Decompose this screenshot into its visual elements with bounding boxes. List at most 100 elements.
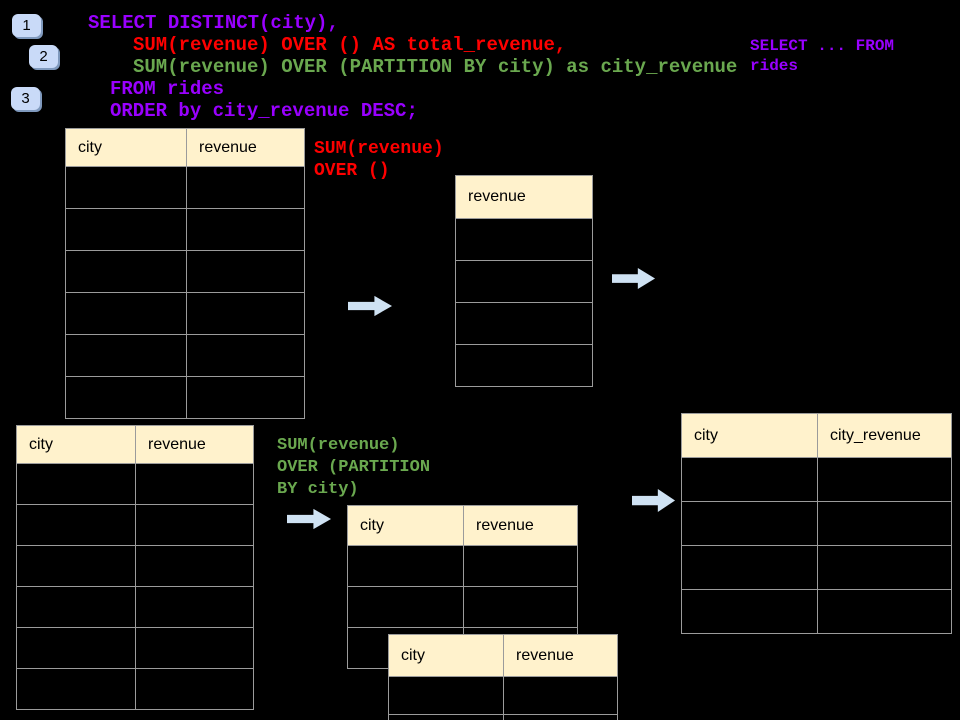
- empty-cell: [65, 208, 187, 251]
- column-header-revenue: revenue: [503, 634, 618, 677]
- empty-cell: [186, 292, 305, 335]
- empty-cell: [65, 376, 187, 419]
- sql-line-from: FROM rides: [110, 78, 225, 100]
- table-row: [455, 344, 593, 387]
- empty-cell: [817, 589, 952, 634]
- annotation-total-line-1: SUM(revenue): [314, 139, 444, 159]
- sql-line-partition: SUM(revenue) OVER (PARTITION BY city) as…: [133, 56, 738, 78]
- table-header-row: city revenue: [16, 425, 254, 464]
- table-row: [65, 166, 305, 209]
- table-header-row: city revenue: [347, 505, 578, 546]
- empty-cell: [817, 457, 952, 502]
- empty-cell: [681, 457, 818, 502]
- table-result: city city_revenue: [681, 413, 952, 634]
- side-note-line-2: rides: [750, 57, 799, 75]
- empty-cell: [455, 302, 593, 345]
- empty-cell: [186, 376, 305, 419]
- step-badge-2: 2: [29, 45, 58, 68]
- table-header-row: city revenue: [388, 634, 618, 677]
- empty-cell: [681, 501, 818, 546]
- table-row: [347, 586, 578, 628]
- table-partition-front: city revenue: [388, 634, 618, 720]
- empty-cell: [16, 627, 136, 669]
- table-row: [16, 504, 254, 546]
- empty-cell: [681, 589, 818, 634]
- table-row: [65, 334, 305, 377]
- empty-cell: [16, 463, 136, 505]
- table-row: [16, 545, 254, 587]
- table-header-row: revenue: [455, 175, 593, 219]
- table-row: [347, 545, 578, 587]
- empty-cell: [503, 676, 618, 715]
- empty-cell: [65, 250, 187, 293]
- table-row: [16, 463, 254, 505]
- table-row: [455, 218, 593, 261]
- step-badge-3: 3: [11, 87, 40, 110]
- empty-cell: [347, 586, 464, 628]
- empty-cell: [463, 586, 578, 628]
- annotation-partition-line-1: SUM(revenue): [277, 436, 400, 455]
- annotation-partition-line-2: OVER (PARTITION: [277, 458, 431, 477]
- step-badge-1: 1: [12, 14, 41, 37]
- column-header-city: city: [347, 505, 464, 546]
- arrow-right-icon: [348, 295, 393, 317]
- empty-cell: [388, 676, 504, 715]
- sql-line-total: SUM(revenue) OVER () AS total_revenue,: [133, 34, 567, 56]
- empty-cell: [135, 504, 254, 546]
- empty-cell: [16, 545, 136, 587]
- table-row: [455, 302, 593, 345]
- table-source-bottom: city revenue: [16, 425, 254, 710]
- empty-cell: [186, 166, 305, 209]
- table-row: [681, 457, 952, 502]
- column-header-city: city: [65, 128, 187, 167]
- side-note-line-1: SELECT ... FROM: [750, 37, 895, 55]
- empty-cell: [455, 218, 593, 261]
- empty-cell: [135, 545, 254, 587]
- column-header-city: city: [388, 634, 504, 677]
- empty-cell: [65, 166, 187, 209]
- table-source-top: city revenue: [65, 128, 305, 419]
- empty-cell: [186, 250, 305, 293]
- empty-cell: [135, 463, 254, 505]
- empty-cell: [16, 668, 136, 710]
- column-header-revenue: revenue: [463, 505, 578, 546]
- empty-cell: [16, 504, 136, 546]
- column-header-city: city: [681, 413, 818, 458]
- empty-cell: [455, 344, 593, 387]
- table-row: [16, 668, 254, 710]
- sql-line-order: ORDER by city_revenue DESC;: [110, 100, 418, 122]
- empty-cell: [65, 334, 187, 377]
- empty-cell: [817, 501, 952, 546]
- empty-cell: [186, 208, 305, 251]
- table-row: [65, 376, 305, 419]
- empty-cell: [16, 586, 136, 628]
- empty-cell: [347, 545, 464, 587]
- column-header-revenue: revenue: [186, 128, 305, 167]
- empty-cell: [455, 260, 593, 303]
- empty-cell: [463, 545, 578, 587]
- empty-cell: [135, 627, 254, 669]
- column-header-revenue: revenue: [135, 425, 254, 464]
- table-row: [65, 208, 305, 251]
- empty-cell: [186, 334, 305, 377]
- table-row: [16, 627, 254, 669]
- column-header-city-revenue: city_revenue: [817, 413, 952, 458]
- sql-line-select: SELECT DISTINCT(city),: [88, 12, 339, 34]
- table-row: [681, 545, 952, 590]
- table-row: [65, 250, 305, 293]
- arrow-right-icon: [287, 508, 332, 530]
- table-revenue-only: revenue: [455, 175, 593, 387]
- table-row: [16, 586, 254, 628]
- table-row: [455, 260, 593, 303]
- empty-cell: [817, 545, 952, 590]
- table-row: [681, 501, 952, 546]
- empty-cell: [681, 545, 818, 590]
- empty-cell: [388, 714, 504, 720]
- table-header-row: city city_revenue: [681, 413, 952, 458]
- empty-cell: [135, 668, 254, 710]
- empty-cell: [135, 586, 254, 628]
- empty-cell: [503, 714, 618, 720]
- column-header-revenue: revenue: [455, 175, 593, 219]
- table-row: [65, 292, 305, 335]
